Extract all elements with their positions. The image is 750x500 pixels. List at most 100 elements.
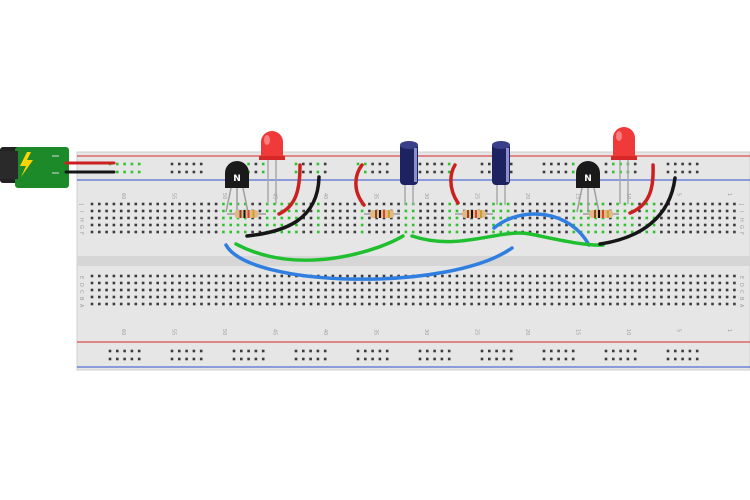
column-label: 1 bbox=[726, 329, 732, 332]
hole bbox=[280, 295, 284, 299]
hole bbox=[688, 357, 692, 361]
column-label: 35 bbox=[373, 329, 379, 335]
hole bbox=[484, 209, 488, 213]
hole bbox=[346, 281, 349, 285]
hole bbox=[528, 216, 532, 220]
hole bbox=[447, 162, 451, 166]
hole bbox=[506, 302, 510, 306]
hole bbox=[733, 202, 736, 206]
resistor-3 bbox=[455, 210, 493, 218]
hole bbox=[572, 295, 576, 299]
hole bbox=[660, 230, 663, 234]
hole bbox=[287, 295, 291, 299]
hole bbox=[171, 281, 174, 285]
hole bbox=[543, 295, 546, 299]
hole bbox=[601, 274, 605, 278]
hole bbox=[455, 216, 459, 220]
hole bbox=[397, 202, 400, 206]
hole bbox=[90, 230, 94, 234]
hole bbox=[331, 274, 335, 278]
row-label: A bbox=[78, 304, 84, 308]
hole bbox=[331, 230, 335, 234]
hole bbox=[725, 230, 729, 234]
hole bbox=[587, 223, 590, 227]
hole bbox=[353, 295, 357, 299]
hole bbox=[316, 349, 320, 353]
hole bbox=[324, 209, 327, 213]
hole bbox=[638, 223, 641, 227]
hole bbox=[258, 223, 262, 227]
hole bbox=[156, 223, 159, 227]
hole bbox=[587, 216, 590, 220]
row-label: I bbox=[78, 211, 84, 212]
hole bbox=[703, 295, 707, 299]
column-label: 1 bbox=[726, 193, 732, 196]
hole bbox=[338, 274, 342, 278]
hole bbox=[565, 230, 568, 234]
hole bbox=[222, 209, 225, 213]
column-label: 35 bbox=[373, 193, 379, 199]
hole bbox=[571, 349, 575, 353]
hole bbox=[98, 295, 101, 299]
hole bbox=[156, 288, 159, 292]
hole bbox=[506, 274, 510, 278]
hole bbox=[447, 349, 451, 353]
hole bbox=[550, 230, 554, 234]
breadboard-holes bbox=[90, 162, 736, 361]
hole bbox=[317, 302, 320, 306]
hole bbox=[542, 170, 546, 174]
hole bbox=[404, 295, 408, 299]
hole bbox=[397, 216, 400, 220]
hole bbox=[587, 281, 590, 285]
hole bbox=[604, 170, 608, 174]
hole bbox=[353, 288, 357, 292]
hole bbox=[222, 281, 225, 285]
hole bbox=[609, 288, 612, 292]
hole bbox=[360, 288, 364, 292]
hole bbox=[375, 223, 378, 227]
hole bbox=[711, 302, 714, 306]
hole bbox=[455, 274, 459, 278]
hole bbox=[199, 162, 203, 166]
hole bbox=[463, 281, 466, 285]
hole bbox=[718, 223, 722, 227]
hole bbox=[331, 216, 335, 220]
hole bbox=[295, 288, 298, 292]
hole bbox=[127, 202, 130, 206]
hole bbox=[207, 209, 211, 213]
hole bbox=[222, 230, 225, 234]
hole bbox=[280, 230, 284, 234]
hole bbox=[123, 349, 126, 353]
hole bbox=[371, 170, 374, 174]
hole bbox=[338, 302, 342, 306]
hole bbox=[463, 302, 466, 306]
electrolytic-capacitor-2 bbox=[492, 141, 510, 205]
hole bbox=[601, 230, 605, 234]
hole bbox=[214, 274, 218, 278]
hole bbox=[587, 295, 590, 299]
hole bbox=[119, 274, 123, 278]
hole bbox=[660, 288, 663, 292]
hole bbox=[214, 223, 218, 227]
hole bbox=[652, 202, 656, 206]
hole bbox=[229, 216, 232, 220]
hole bbox=[130, 162, 134, 166]
hole bbox=[368, 209, 371, 213]
center-channel bbox=[77, 256, 750, 266]
hole bbox=[448, 209, 451, 213]
hole bbox=[360, 274, 364, 278]
hole bbox=[733, 288, 736, 292]
hole bbox=[390, 216, 393, 220]
hole bbox=[171, 216, 174, 220]
hole bbox=[134, 295, 138, 299]
hole bbox=[185, 170, 188, 174]
hole bbox=[207, 223, 211, 227]
column-label: 20 bbox=[524, 193, 530, 199]
hole bbox=[521, 295, 524, 299]
hole bbox=[134, 202, 138, 206]
hole bbox=[645, 302, 649, 306]
hole bbox=[130, 170, 134, 174]
hole bbox=[682, 295, 685, 299]
hole bbox=[171, 288, 174, 292]
hole bbox=[616, 223, 619, 227]
